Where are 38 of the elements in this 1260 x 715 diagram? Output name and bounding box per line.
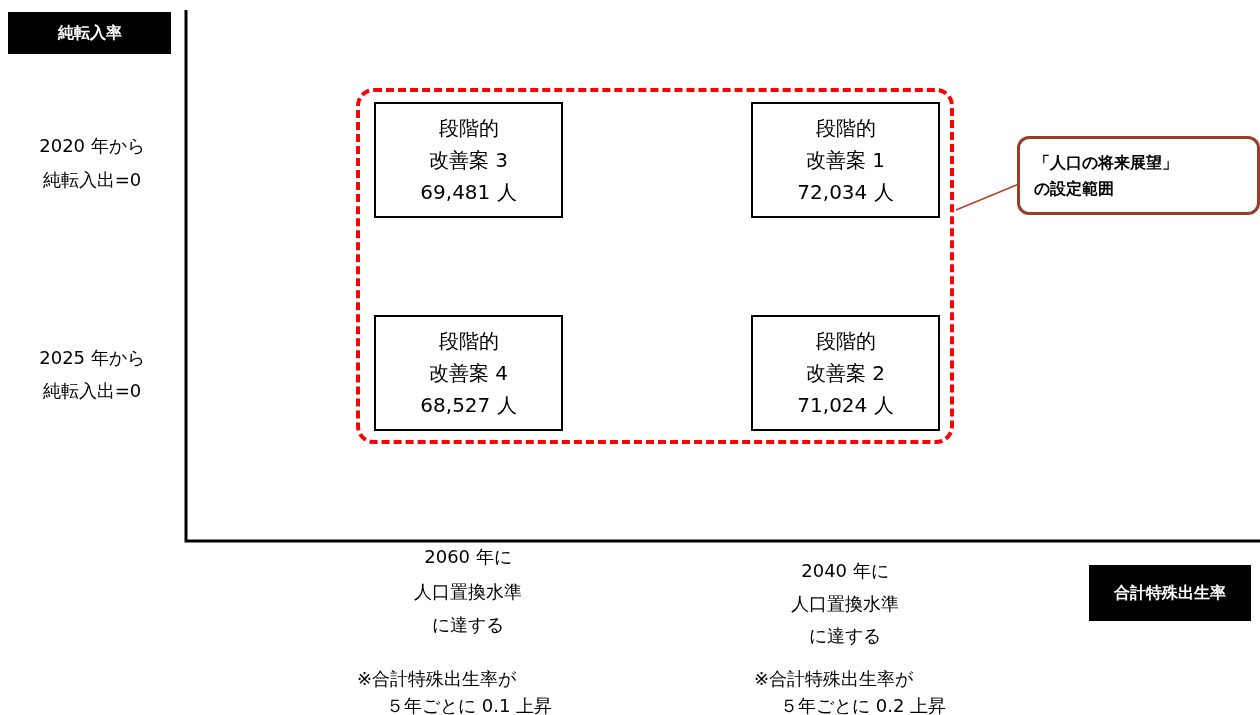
column-label: 2060 年に: [424, 548, 512, 566]
dashed-range-outline: [356, 88, 954, 444]
plan-text: 段階的: [438, 328, 499, 355]
row-label: 純転入出=0: [42, 171, 142, 189]
plan-box: [374, 102, 563, 218]
plan-text: 段階的: [815, 328, 876, 355]
axis-title-box: [8, 12, 171, 54]
row-label: 2025 年から: [39, 349, 145, 367]
plan-text: 改善案 4: [428, 360, 509, 387]
note-text: ５年ごとに 0.2 上昇: [780, 697, 947, 715]
plan-box: [751, 102, 940, 218]
column-label: 人口置換水準: [791, 595, 899, 613]
column-label: に達する: [809, 627, 881, 645]
note-text: ※合計特殊出生率が: [754, 670, 914, 688]
plan-text: 71,024 人: [797, 392, 894, 419]
callout-text: 「人口の将来展望」: [1034, 151, 1178, 174]
column-label: に達する: [432, 616, 504, 634]
row-label: 純転入出=0: [42, 382, 142, 400]
column-label: 人口置換水準: [414, 583, 522, 601]
callout-box: [1017, 136, 1260, 215]
plan-box: [374, 315, 563, 431]
plan-text: 改善案 2: [805, 360, 886, 387]
note-text: ５年ごとに 0.1 上昇: [386, 697, 553, 715]
plan-text: 段階的: [815, 115, 876, 142]
plan-text: 改善案 1: [805, 147, 886, 174]
plan-text: 72,034 人: [797, 179, 894, 206]
plan-box: [751, 315, 940, 431]
plan-text: 69,481 人: [420, 179, 517, 206]
column-label: 2040 年に: [801, 562, 889, 580]
axis-title-box: [1089, 565, 1251, 621]
callout-text: の設定範囲: [1034, 177, 1114, 200]
axis-title: 純転入率: [57, 22, 122, 44]
plan-text: 改善案 3: [428, 147, 509, 174]
plan-text: 68,527 人: [420, 392, 517, 419]
row-label: 2020 年から: [39, 137, 145, 155]
axis-title: 合計特殊出生率: [1114, 582, 1226, 604]
note-text: ※合計特殊出生率が: [357, 670, 517, 688]
plan-text: 段階的: [438, 115, 499, 142]
